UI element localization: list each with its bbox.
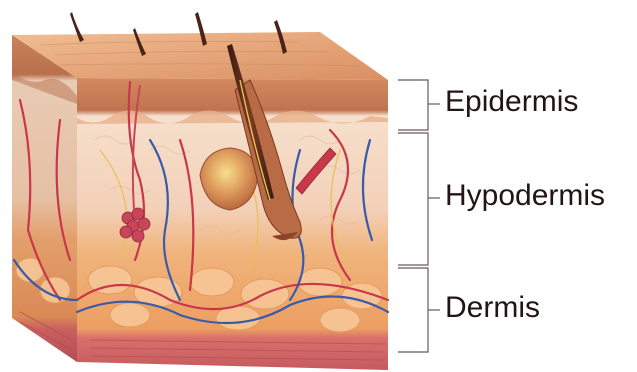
epidermis-bracket: [398, 80, 428, 130]
epidermis-label: Epidermis: [445, 87, 578, 117]
hypodermis-bracket: [398, 133, 428, 265]
layer-brackets: [398, 80, 440, 352]
hypodermis-label: Hypodermis: [445, 181, 605, 211]
dermis-bracket: [398, 268, 428, 352]
dermis-label: Dermis: [445, 293, 540, 323]
